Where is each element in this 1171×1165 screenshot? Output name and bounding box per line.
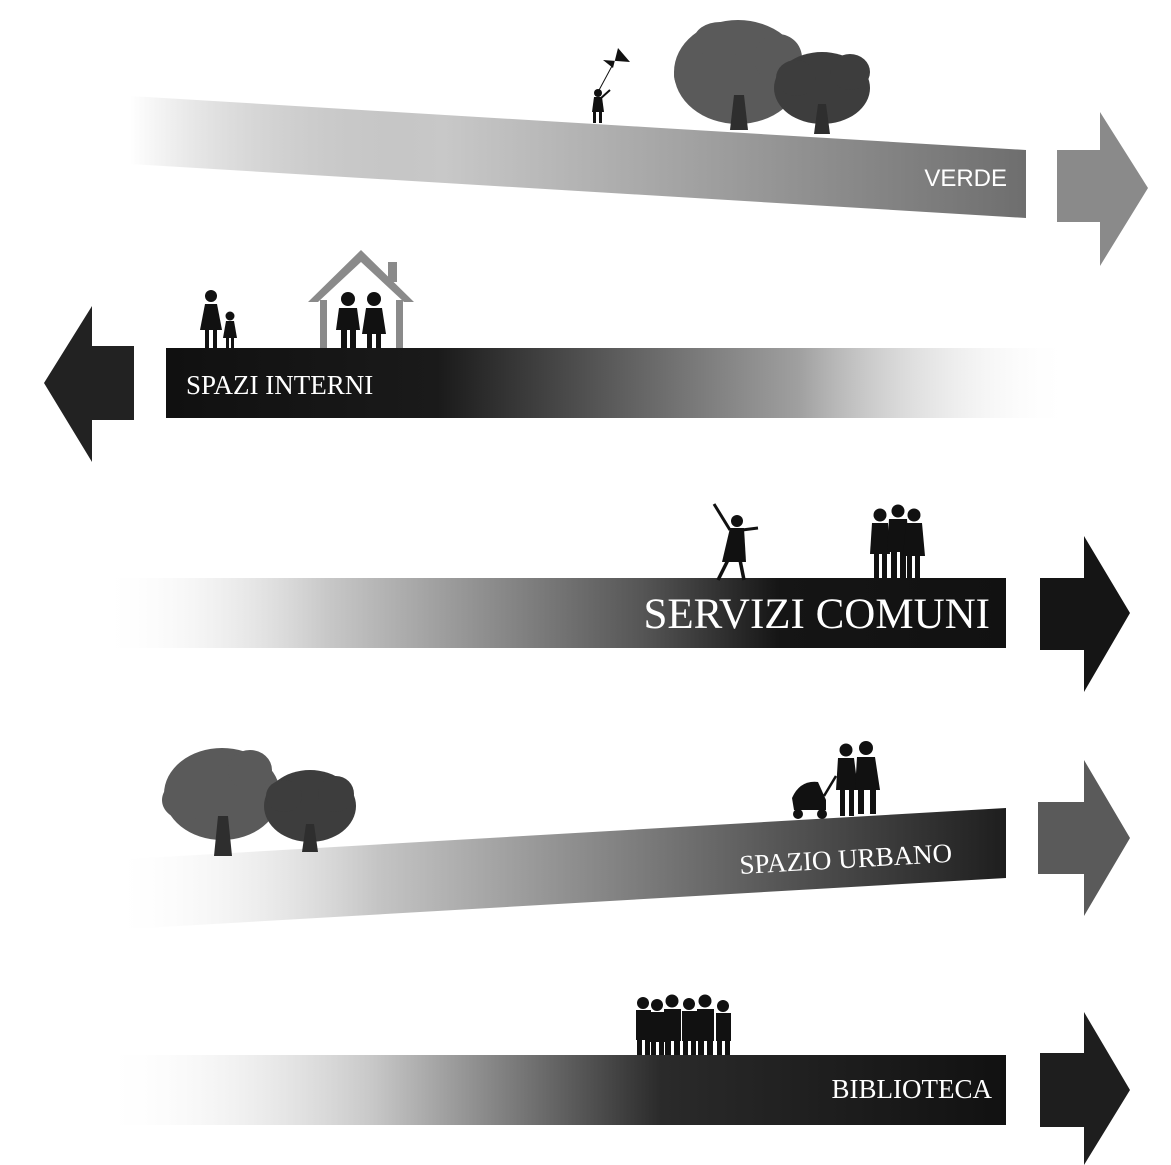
band-spazio-urbano-bar bbox=[110, 808, 1006, 930]
dancing-woman-icon bbox=[712, 503, 759, 581]
band-biblioteca-label: BIBLIOTECA bbox=[832, 1074, 993, 1104]
band-biblioteca-arrowhead bbox=[1040, 1012, 1130, 1165]
band-spazi-interni-arrowhead bbox=[44, 306, 134, 462]
band-servizi-comuni: SERVIZI COMUNI bbox=[100, 503, 1130, 692]
tree-icon bbox=[774, 52, 870, 134]
crowd-icon bbox=[636, 994, 731, 1055]
band-spazio-urbano: SPAZIO URBANO bbox=[110, 741, 1130, 930]
mother-child-icon bbox=[200, 290, 237, 348]
tree-icon bbox=[264, 770, 356, 852]
band-verde-arrowhead bbox=[1057, 112, 1148, 266]
band-servizi-comuni-arrowhead bbox=[1040, 536, 1130, 692]
kite-child-icon bbox=[592, 48, 630, 123]
band-verde-label: VERDE bbox=[924, 165, 1007, 192]
house-couple-icon bbox=[308, 250, 414, 348]
band-servizi-comuni-bar bbox=[100, 578, 1006, 648]
band-verde: VERDE bbox=[130, 20, 1148, 266]
band-biblioteca-bar bbox=[100, 1055, 1006, 1125]
band-spazi-interni-label: SPAZI INTERNI bbox=[186, 370, 373, 400]
tree-icon bbox=[674, 20, 802, 130]
band-servizi-comuni-label: SERVIZI COMUNI bbox=[643, 591, 990, 638]
band-spazi-interni: SPAZI INTERNI bbox=[44, 250, 1071, 462]
band-verde-bar bbox=[130, 96, 1026, 218]
band-spazi-interni-bar bbox=[166, 348, 1071, 418]
band-biblioteca: BIBLIOTECA bbox=[100, 994, 1130, 1165]
tree-icon bbox=[162, 748, 280, 856]
stroller-couple-icon bbox=[792, 741, 880, 819]
group-of-people-icon bbox=[870, 504, 925, 578]
band-spazio-urbano-arrowhead bbox=[1038, 760, 1130, 916]
